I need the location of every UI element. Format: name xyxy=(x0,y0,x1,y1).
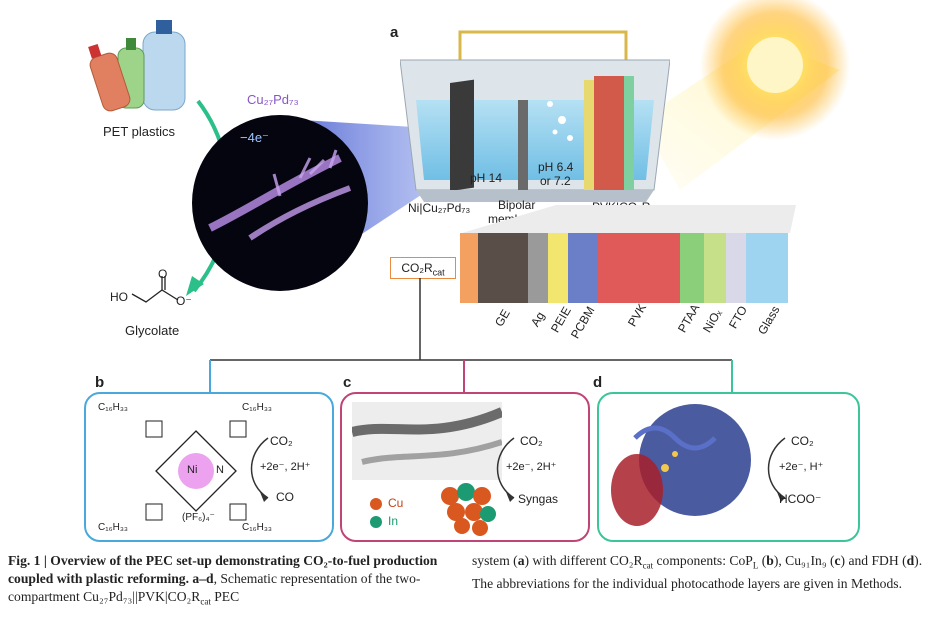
pyridine-n: N xyxy=(216,464,224,476)
chain-br: C₁₆H₃₃ xyxy=(242,522,272,533)
caption-right-1: system ( xyxy=(472,553,518,568)
caption-panel-range: a–d xyxy=(192,571,213,586)
chain-tr: C₁₆H₃₃ xyxy=(242,402,272,413)
reactant-co2: CO₂ xyxy=(791,434,814,448)
caption-right-3: components: CoP xyxy=(653,553,753,568)
caption-ref-b: b xyxy=(766,553,774,568)
panel-d: CO₂ +2e⁻, H⁺ HCOO⁻ xyxy=(597,392,860,542)
caption-left: Fig. 1 | Overview of the PEC set-up demo… xyxy=(8,552,456,611)
caption-left-tail: PEC xyxy=(211,589,239,604)
in-dot-icon xyxy=(370,516,382,528)
in-label: In xyxy=(388,514,398,528)
caption-sub: cat xyxy=(200,597,211,607)
cu-in-cluster-icon xyxy=(438,482,498,536)
reactant-co2: CO₂ xyxy=(270,434,293,448)
panel-b: C₁₆H₃₃ C₁₆H₃₃ C₁₆H₃₃ C₁₆H₃₃ Ni N (PF₆)₄⁻… xyxy=(84,392,334,542)
chain-tl: C₁₆H₃₃ xyxy=(98,402,128,413)
reaction-conditions: +2e⁻, 2H⁺ xyxy=(260,460,310,473)
product-formate: HCOO⁻ xyxy=(779,492,821,506)
caption-right-sub: cat xyxy=(643,561,654,571)
caption-right-6: ) and FDH ( xyxy=(841,553,907,568)
reactant-co2: CO₂ xyxy=(520,434,543,448)
product-co: CO xyxy=(276,490,294,504)
reaction-conditions: +2e⁻, 2H⁺ xyxy=(506,460,556,473)
cu-dot-icon xyxy=(370,498,382,510)
sem-image xyxy=(352,402,502,480)
chain-bl: C₁₆H₃₃ xyxy=(98,522,128,533)
metal-center: Ni xyxy=(187,464,197,476)
reaction-conditions: +2e⁻, H⁺ xyxy=(779,460,823,473)
fdh-protein-structure xyxy=(605,398,755,536)
caption-right-5: ), Cu₉₁In₉ ( xyxy=(774,553,835,568)
caption-right: system (a) with different CO₂Rcat compon… xyxy=(472,552,942,593)
panel-b-letter: b xyxy=(95,374,104,391)
panel-c: Cu In CO₂ +2e⁻, 2H⁺ Syngas xyxy=(340,392,590,542)
caption-right-2: ) with different CO₂R xyxy=(524,553,642,568)
panel-d-letter: d xyxy=(593,374,602,391)
panel-c-letter: c xyxy=(343,374,351,391)
cu-label: Cu xyxy=(388,496,403,510)
product-syngas: Syngas xyxy=(518,492,558,506)
counterion: (PF₆)₄⁻ xyxy=(182,512,215,523)
